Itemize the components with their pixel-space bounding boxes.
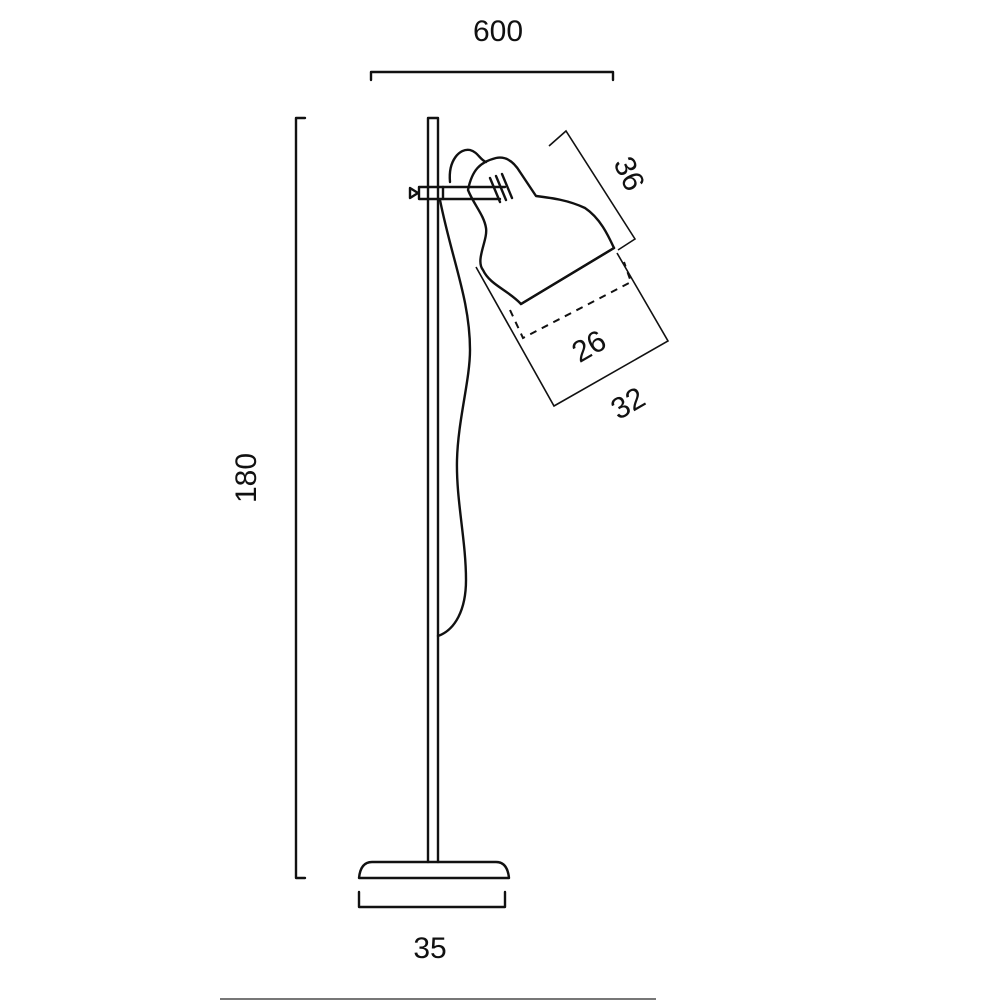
height-dimension-line	[294, 116, 307, 880]
clamp	[408, 172, 514, 204]
shade-length-label: 36	[607, 152, 651, 196]
outer-diameter-label: 32	[606, 381, 651, 426]
height-label: 180	[230, 453, 263, 503]
width-dimension-line	[369, 70, 615, 82]
width-label: 600	[473, 15, 523, 48]
bottom-rule	[220, 998, 656, 1000]
base-dimension-line	[357, 890, 507, 909]
power-cord	[436, 198, 472, 638]
base-label: 35	[413, 932, 446, 965]
base-dimension: 35	[357, 890, 507, 965]
height-dimension: 180	[230, 116, 307, 880]
shade-length-guide	[548, 129, 637, 251]
shade-rim	[519, 246, 616, 306]
width-dimension: 600	[369, 15, 615, 82]
knob-icon	[408, 186, 420, 200]
hinge-marks	[488, 172, 514, 204]
pole-outline	[426, 116, 440, 864]
lamp-shade	[448, 129, 670, 408]
shade-cap	[448, 148, 488, 184]
lamp-pole	[426, 116, 440, 864]
outer-diameter-guide	[475, 252, 670, 408]
clamp-collar	[417, 185, 445, 201]
inner-diameter-label: 26	[567, 324, 612, 369]
shade-outline	[466, 156, 616, 306]
base-outline	[357, 860, 511, 880]
lamp-base	[357, 860, 511, 880]
inner-diameter-guide	[509, 261, 633, 340]
